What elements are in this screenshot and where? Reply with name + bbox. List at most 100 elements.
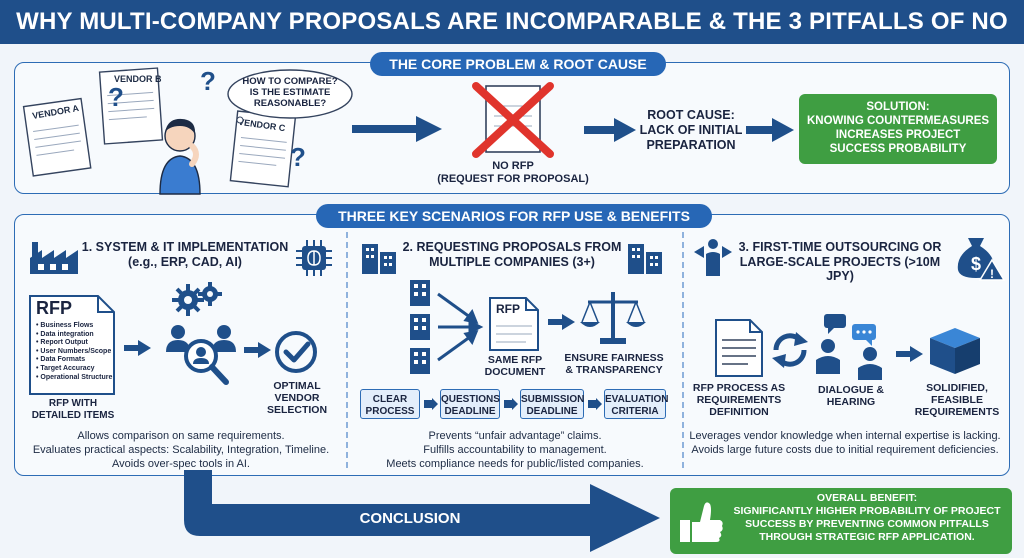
solidified-line-3: REQUIREMENTS [914, 406, 1000, 418]
arrow-right-icon [352, 116, 442, 142]
buildings-icon [362, 244, 396, 274]
process-step-clear-process: CLEAR PROCESS [360, 389, 420, 419]
step-line-1: SUBMISSION [521, 394, 585, 405]
magnifier-users-icon [166, 325, 236, 385]
root-cause-line-1: ROOT CAUSE: [647, 108, 735, 122]
solution-line-1: SOLUTION: [866, 101, 930, 113]
scenario-2-note-3: Meets compliance needs for public/listed… [386, 458, 644, 470]
conclusion-label: CONCLUSION [359, 510, 461, 527]
arrow-right-icon [124, 340, 151, 356]
scenario-divider [682, 232, 684, 468]
ai-chip-icon [296, 240, 332, 276]
thought-line-2: IS THE ESTIMATE [249, 87, 331, 98]
arrow-right-icon [588, 398, 602, 410]
money-bag-warning-icon: $ ! [957, 238, 1006, 281]
vendor-b-label: VENDOR B [114, 74, 162, 84]
process-step-evaluation-criteria: EVALUATION CRITERIA [604, 389, 669, 419]
box-icon [930, 328, 980, 374]
scenario-2-subtitle: MULTIPLE COMPANIES (3+) [429, 255, 595, 269]
rfp-item: Data Formats [36, 356, 116, 365]
step-line-1: CLEAR [372, 394, 408, 405]
factory-icon [30, 242, 78, 274]
dialogue-line-1: DIALOGUE & [818, 384, 884, 396]
scenario-1-note-2: Evaluates practical aspects: Scalability… [32, 444, 330, 456]
scales-icon [580, 292, 646, 344]
arrow-right-icon [244, 342, 271, 358]
question-icon: ? [108, 82, 124, 112]
scenario-1-title: 1. SYSTEM & IT IMPLEMENTATION [81, 240, 289, 254]
benefit-line-1: OVERALL BENEFIT: [816, 492, 918, 504]
requirements-caption-1: RFP PROCESS AS [692, 382, 786, 394]
no-rfp-sublabel: (REQUEST FOR PROPOSAL) [437, 173, 589, 185]
root-cause-line-3: PREPARATION [646, 138, 736, 152]
solidified-line-1: SOLIDIFIED, [926, 382, 988, 394]
same-rfp-doc-label: RFP [496, 302, 520, 316]
vendor-a-document-icon [22, 97, 92, 177]
scenario-2-note-1: Prevents “unfair advantage” claims. [428, 430, 602, 442]
optimal-vendor-line-1: OPTIMAL [273, 380, 321, 392]
gears-icon [172, 282, 222, 316]
process-step-submission-deadline: SUBMISSION DEADLINE [520, 389, 584, 419]
same-rfp-caption-2: DOCUMENT [484, 366, 546, 378]
crossroads-person-icon [694, 239, 732, 276]
chat-people-icon [816, 314, 882, 380]
thought-bubble-icon [227, 69, 353, 124]
solution-line-4: SUCCESS PROBABILITY [829, 143, 967, 155]
company-buildings-icon [410, 280, 484, 374]
thought-line-1: HOW TO COMPARE? [242, 76, 338, 87]
overall-benefit-box [670, 488, 1012, 554]
requirements-caption-3: DEFINITION [709, 406, 769, 418]
arrow-right-icon [584, 118, 636, 142]
solution-line-2: KNOWING COUNTERMEASURES [806, 115, 990, 127]
refresh-cycle-icon [772, 332, 808, 368]
arrow-right-icon [424, 398, 438, 410]
question-icon: ? [200, 66, 216, 96]
step-line-2: PROCESS [365, 406, 415, 417]
vendor-b-document-icon [98, 67, 164, 145]
no-rfp-label: NO RFP [492, 160, 534, 172]
rfp-caption-line-1: RFP WITH [48, 398, 98, 409]
same-rfp-caption-1: SAME RFP [487, 354, 543, 366]
no-rfp-crossed-document-icon [472, 82, 554, 158]
step-line-1: QUESTIONS [441, 394, 500, 405]
solidified-line-2: FEASIBLE [931, 394, 983, 406]
scenario-3-note-2: Avoids large future costs due to initial… [691, 444, 999, 456]
solution-box [799, 94, 997, 164]
solution-line-3: INCREASES PROJECT [835, 129, 961, 141]
rfp-item: User Numbers/Scope [36, 348, 116, 357]
step-line-2: CRITERIA [611, 406, 659, 417]
rfp-item: Business Flows [36, 322, 116, 331]
vendor-c-document-icon [229, 110, 297, 188]
core-problem-heading: THE CORE PROBLEM & ROOT CAUSE [370, 52, 666, 76]
person-thinking-icon [159, 118, 201, 195]
step-line-2: DEADLINE [526, 406, 578, 417]
same-rfp-document-icon [489, 297, 539, 351]
svg-text:$: $ [971, 254, 981, 274]
benefit-line-2: SIGNIFICANTLY HIGHER PROBABILITY OF PROJ… [733, 505, 1001, 517]
optimal-vendor-line-3: SELECTION [266, 404, 328, 416]
scenarios-heading: THREE KEY SCENARIOS FOR RFP USE & BENEFI… [316, 204, 712, 228]
rfp-item: Operational Structure [36, 374, 116, 383]
root-cause-line-2: LACK OF INITIAL [639, 123, 743, 137]
requirements-caption-2: REQUIREMENTS [696, 394, 782, 406]
arrow-right-icon [896, 346, 923, 362]
thought-line-3: REASONABLE? [253, 98, 327, 109]
fairness-line-1: ENSURE FAIRNESS [564, 352, 664, 364]
arrow-right-icon [746, 118, 794, 142]
rfp-item: Target Accuracy [36, 365, 116, 374]
scenario-3-note-1: Leverages vendor knowledge when internal… [689, 430, 1001, 442]
arrow-right-icon [504, 398, 518, 410]
step-line-1: EVALUATION [605, 394, 669, 405]
scenario-1-note-1: Allows comparison on same requirements. [77, 430, 285, 442]
process-step-questions-deadline: QUESTIONS DEADLINE [440, 389, 500, 419]
scenario-1-note-3: Avoids over-spec tools in AI. [112, 458, 250, 470]
scenario-1-subtitle: (e.g., ERP, CAD, AI) [128, 255, 242, 269]
scenario-divider [346, 232, 348, 468]
thumbs-up-icon [680, 502, 723, 542]
fairness-line-2: & TRANSPARENCY [565, 364, 663, 376]
requirements-document-icon [715, 319, 763, 377]
arrow-right-icon [548, 314, 575, 330]
rfp-item: Report Output [36, 339, 116, 348]
scenario-3-title: 3. FIRST-TIME OUTSOURCING OR [738, 240, 942, 254]
buildings-icon [628, 244, 662, 274]
